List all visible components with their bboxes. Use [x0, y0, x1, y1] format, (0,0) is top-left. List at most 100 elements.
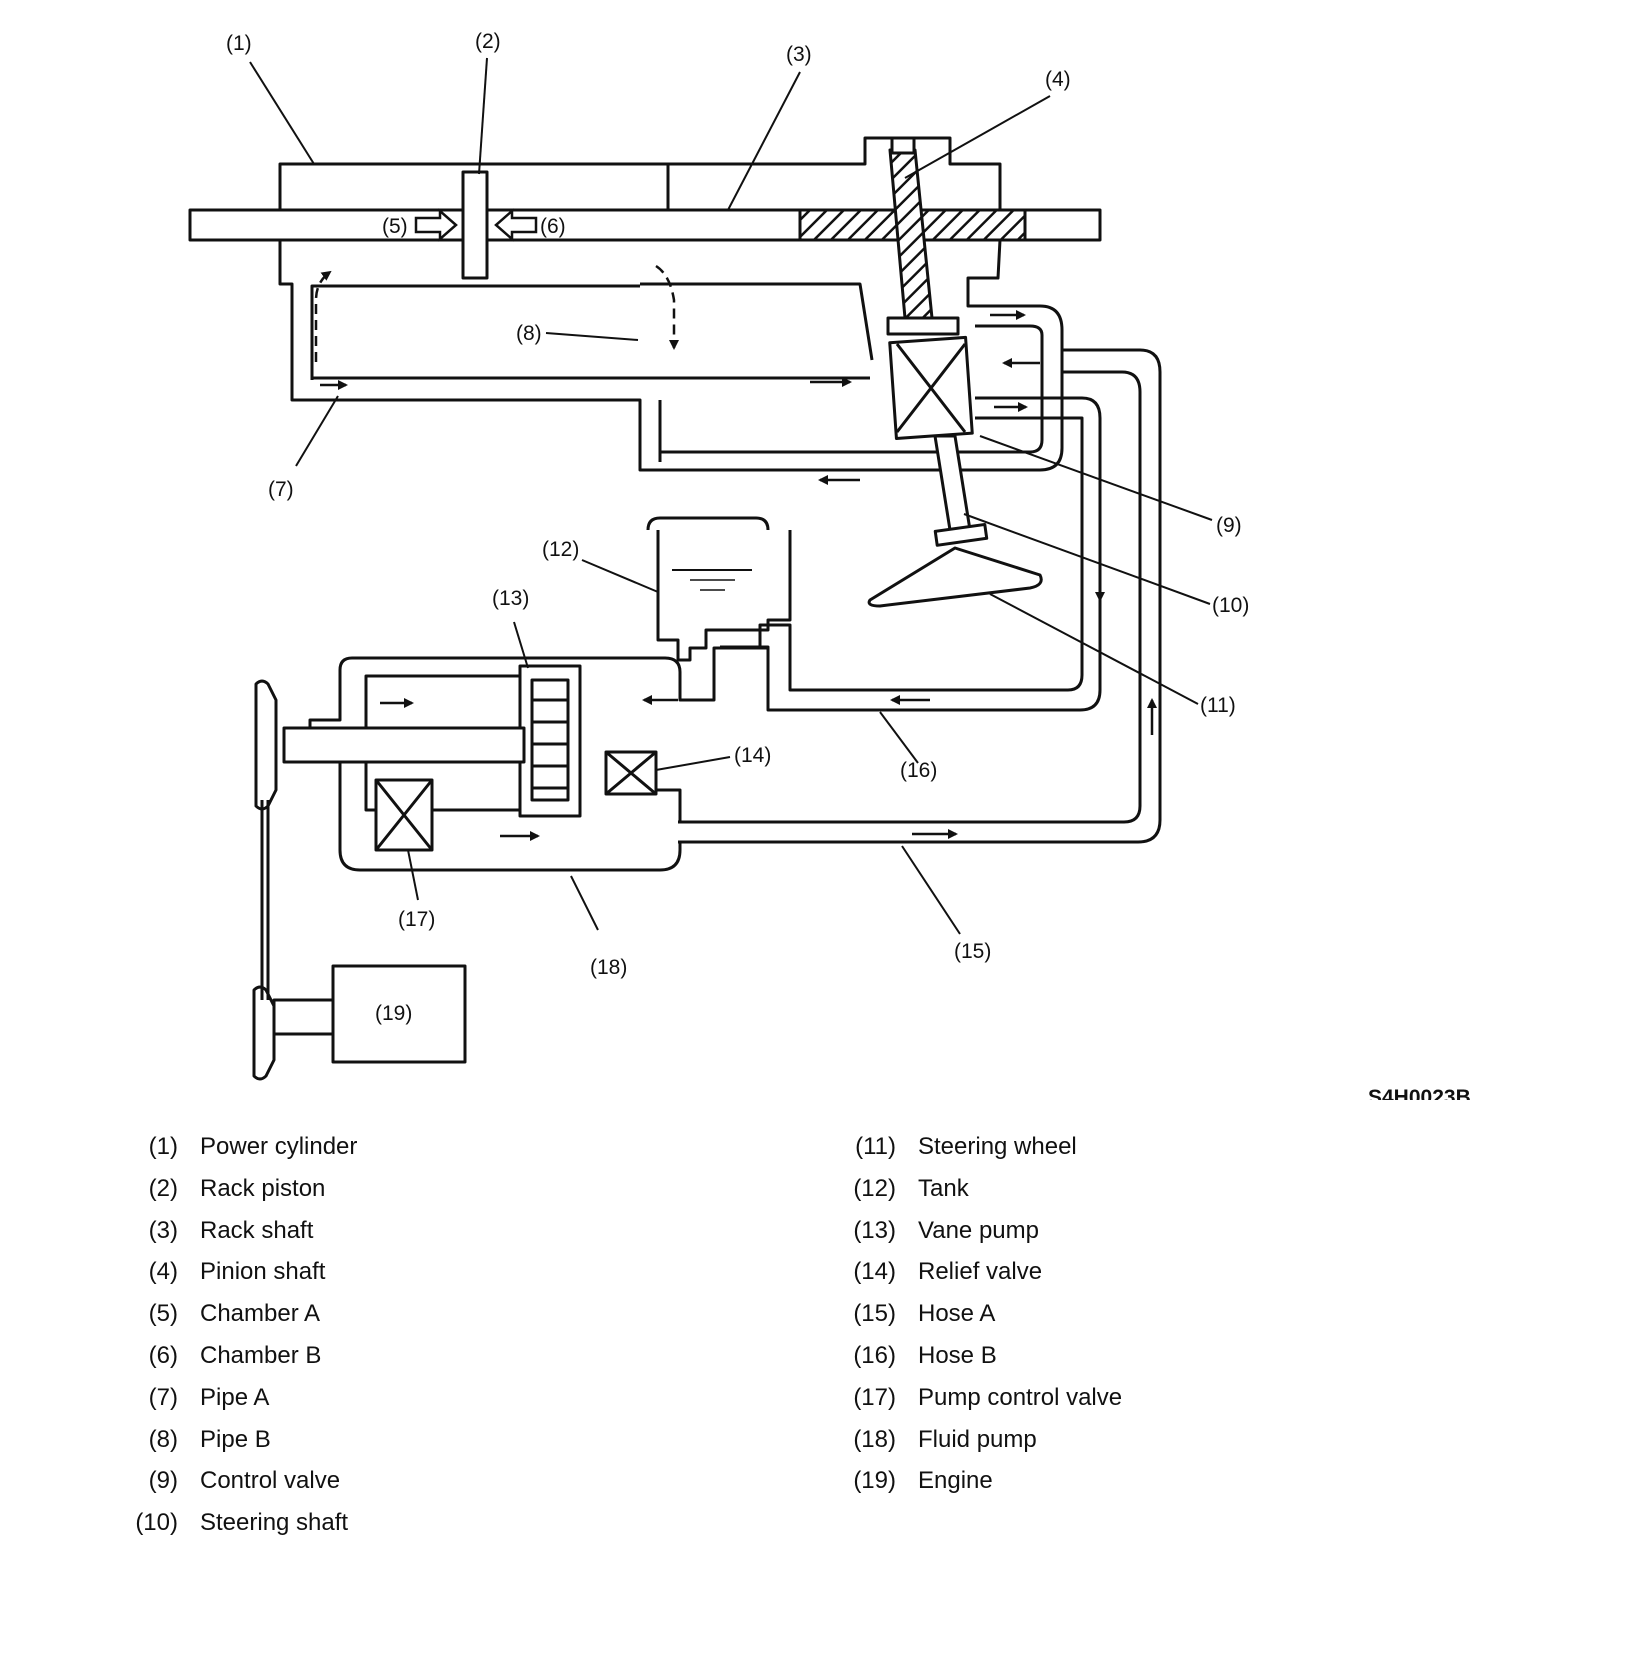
legend-label: Pipe B [200, 1425, 271, 1453]
legend-label: Steering shaft [200, 1509, 349, 1537]
callout-4: (4) [1045, 68, 1071, 91]
pump-pulley [254, 679, 278, 811]
steering-wheel [867, 546, 1043, 608]
legend-item: (19) Engine [826, 1460, 1122, 1502]
callout-6: (6) [540, 215, 566, 238]
legend-item: (3) Rack shaft [108, 1210, 357, 1252]
legend-number: (17) [853, 1383, 896, 1411]
legend-label: Hose B [918, 1341, 997, 1369]
legend-right: (11) Steering wheel (12) Tank (13) Vane pum… [826, 1126, 1122, 1502]
legend-label: Hose A [918, 1300, 996, 1328]
relief-valve [604, 750, 658, 796]
legend-number: (16) [853, 1341, 896, 1369]
legend-label: Steering wheel [918, 1133, 1077, 1160]
steering-shaft [933, 434, 989, 547]
legend-label: Power cylinder [200, 1133, 358, 1160]
legend-number: (18) [853, 1425, 896, 1453]
legend-label: Pump control valve [918, 1383, 1123, 1411]
legend-number: (7) [148, 1383, 178, 1411]
legend-number: (2) [148, 1174, 178, 1202]
legend-label: Pinion shaft [200, 1258, 326, 1286]
power-cylinder [278, 136, 1064, 472]
callout-labels: (1) (2) (3) (4) (5) (6) (7) (8) (9) (10)… [226, 30, 1471, 1100]
legend-label: Tank [918, 1174, 969, 1202]
legend-number: (10) [135, 1509, 178, 1537]
vane-pump [518, 664, 582, 818]
legend-left: (1) Power cylinder (2) Rack piston (3) Rack… [108, 1126, 357, 1544]
legend-item: (14) Relief valve [826, 1251, 1122, 1293]
callout-13: (13) [492, 587, 529, 610]
figure-code: S4H0023B [1368, 1086, 1471, 1100]
legend-item: (7) Pipe A [108, 1377, 357, 1419]
callout-10: (10) [1212, 594, 1249, 617]
legend-label: Engine [918, 1467, 993, 1495]
legend-number: (5) [148, 1300, 178, 1328]
leader-lines [249, 57, 1213, 935]
tank [646, 516, 792, 662]
legend-item: (13) Vane pump [826, 1210, 1122, 1252]
legend-item: (18) Fluid pump [826, 1419, 1122, 1461]
legend-number: (14) [853, 1258, 896, 1286]
legend-number: (13) [853, 1216, 896, 1244]
callout-14: (14) [734, 744, 771, 767]
callout-18: (18) [590, 956, 627, 979]
callout-9: (9) [1216, 514, 1242, 537]
engine-shaft [272, 998, 336, 1036]
legend-number: (11) [855, 1133, 896, 1160]
legend-label: Rack piston [200, 1174, 326, 1202]
control-valve [886, 316, 974, 440]
legend-label: Chamber B [200, 1341, 322, 1369]
flow-arrows [314, 264, 1157, 841]
legend-item: (9) Control valve [108, 1460, 357, 1502]
legend-label: Pipe A [200, 1383, 270, 1411]
callout-12: (12) [542, 538, 579, 561]
callout-19: (19) [375, 1002, 412, 1025]
callout-11: (11) [1200, 694, 1236, 717]
callout-16: (16) [900, 759, 937, 782]
legend-number: (12) [853, 1174, 896, 1202]
callout-8: (8) [516, 322, 542, 345]
legend-label: Chamber A [200, 1300, 321, 1328]
legend-label: Relief valve [918, 1258, 1043, 1286]
legend-number: (19) [853, 1467, 896, 1495]
legend-label: Control valve [200, 1467, 341, 1495]
legend-number: (1) [148, 1133, 178, 1160]
legend-item: (6) Chamber B [108, 1335, 357, 1377]
drive-belt [260, 800, 270, 1000]
legend-item: (15) Hose A [826, 1293, 1122, 1335]
legend-item: (4) Pinion shaft [108, 1251, 357, 1293]
hose-b [720, 396, 1102, 712]
pump-shaft [282, 726, 526, 764]
rack-piston [461, 170, 489, 280]
legend-number: (9) [148, 1467, 178, 1495]
engine [331, 964, 467, 1064]
callout-2: (2) [475, 30, 501, 53]
legend-item: (2) Rack piston [108, 1168, 357, 1210]
callout-3: (3) [786, 43, 812, 66]
callout-5: (5) [382, 215, 408, 238]
legend-number: (8) [148, 1425, 178, 1453]
hose-a [678, 348, 1162, 844]
legend-item: (5) Chamber A [108, 1293, 357, 1335]
callout-1: (1) [226, 32, 252, 55]
legend-item: (16) Hose B [826, 1335, 1122, 1377]
legend-item: (12) Tank [826, 1168, 1122, 1210]
callout-15: (15) [954, 940, 991, 963]
legend-number: (15) [853, 1300, 896, 1328]
legend-item: (1) Power cylinder [108, 1126, 358, 1168]
legend-number: (4) [148, 1258, 178, 1286]
legend-number: (3) [148, 1216, 178, 1244]
callout-7: (7) [268, 478, 294, 501]
power-steering-diagram: (1) (2) (3) (4) (5) (6) (7) (8) (9) (10)… [188, 30, 1471, 1100]
legend-item: (17) Pump control valve [826, 1377, 1122, 1419]
legend-number: (6) [148, 1341, 178, 1369]
legend-item: (11) Steering wheel [826, 1126, 1122, 1168]
engine-pulley [252, 985, 276, 1081]
pump-control-valve [374, 778, 434, 852]
legend-label: Rack shaft [200, 1216, 314, 1244]
legend-label: Vane pump [918, 1216, 1039, 1244]
callout-17: (17) [398, 908, 435, 931]
legend-item: (8) Pipe B [108, 1419, 357, 1461]
legend-label: Fluid pump [918, 1425, 1037, 1453]
chamber-arrows [414, 208, 538, 242]
